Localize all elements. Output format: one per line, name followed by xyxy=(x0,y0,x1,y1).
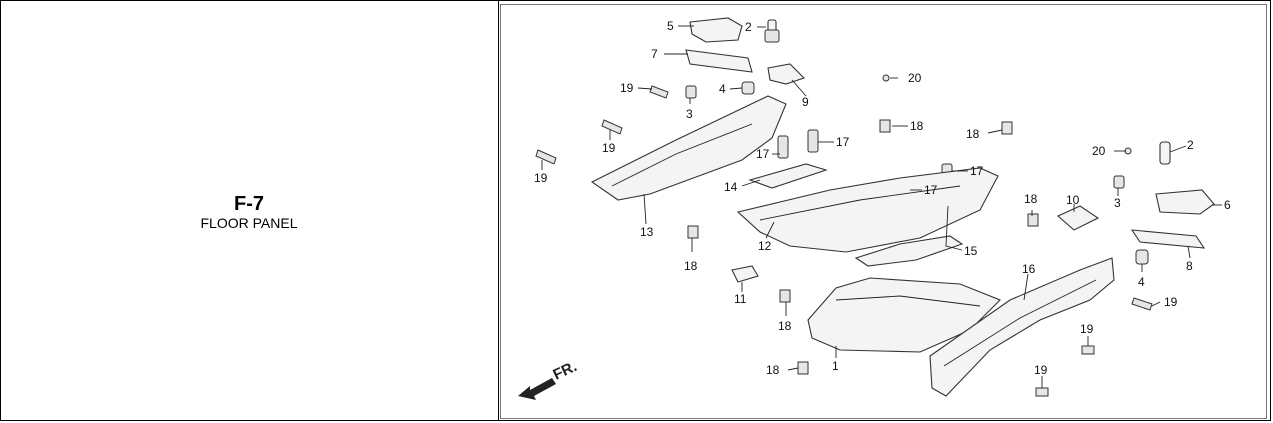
callout-20: 20 xyxy=(908,71,922,85)
callout-18: 18 xyxy=(966,127,980,141)
callout-18: 18 xyxy=(910,119,924,133)
callout-4: 4 xyxy=(1138,275,1145,289)
part-13-edge xyxy=(611,123,753,187)
part-10-bracket xyxy=(1056,205,1100,231)
callout-labels: 5 2 7 19 3 4 9 19 19 13 17 17 17 17 14 1… xyxy=(534,19,1231,377)
callout-16: 16 xyxy=(1022,262,1036,276)
section-name: FLOOR PANEL xyxy=(200,215,298,231)
column-divider xyxy=(498,0,499,421)
section-code: F-7 xyxy=(234,193,264,215)
part-16-side-cover xyxy=(929,257,1115,397)
callout-8: 8 xyxy=(1186,259,1193,273)
part-18-clip-b xyxy=(1001,121,1013,135)
part-1-edge xyxy=(835,295,981,307)
part-19-bolt-b xyxy=(601,119,623,135)
leader-lines xyxy=(541,25,1222,388)
part-4-grommet-b xyxy=(1135,249,1149,265)
part-12-rib xyxy=(759,185,961,221)
part-20-fastener-a xyxy=(882,74,890,82)
part-8-bracket xyxy=(1130,229,1206,249)
part-19-bolt-e xyxy=(1081,345,1095,355)
callout-19: 19 xyxy=(620,81,634,95)
callout-19: 19 xyxy=(534,171,548,185)
callout-14: 14 xyxy=(724,180,738,194)
part-4-grommet-a xyxy=(741,81,755,95)
callout-11: 11 xyxy=(734,292,747,306)
callout-6: 6 xyxy=(1224,198,1231,212)
callout-19: 19 xyxy=(1164,295,1178,309)
part-2-pin-top-head xyxy=(764,29,780,43)
front-direction-indicator: FR. xyxy=(518,358,580,400)
part-18-clip-d xyxy=(1027,213,1039,227)
callout-19: 19 xyxy=(1034,363,1048,377)
callout-9: 9 xyxy=(802,95,809,109)
part-5-clip xyxy=(689,17,743,43)
callout-19: 19 xyxy=(1080,322,1094,336)
part-3-nut-a xyxy=(685,85,697,99)
part-18-clip-f xyxy=(797,361,809,375)
callout-2: 2 xyxy=(745,20,752,34)
callout-3: 3 xyxy=(1114,196,1121,210)
part-16-edge xyxy=(943,279,1097,367)
part-12-floor-frame xyxy=(736,167,999,253)
part-1-under-cover xyxy=(807,277,1001,353)
part-7-bracket xyxy=(685,49,753,73)
part-3-nut-b xyxy=(1113,175,1125,189)
callout-17: 17 xyxy=(756,147,770,161)
callout-17: 17 xyxy=(836,135,850,149)
part-15-mat xyxy=(854,235,964,267)
part-18-clip-a xyxy=(879,119,891,133)
part-18-clip-c xyxy=(687,225,699,239)
part-19-bolt-a xyxy=(649,85,669,99)
front-arrow-icon xyxy=(518,378,556,400)
callout-2: 2 xyxy=(1187,138,1194,152)
callout-13: 13 xyxy=(640,225,654,239)
part-6-clip xyxy=(1155,189,1215,215)
callout-18: 18 xyxy=(766,363,780,377)
callout-20: 20 xyxy=(1092,144,1106,158)
part-19-bolt-f xyxy=(1035,387,1049,397)
callout-12: 12 xyxy=(758,239,772,253)
callout-4: 4 xyxy=(719,82,726,96)
diagram-frame xyxy=(500,4,1267,419)
part-11-cap xyxy=(731,265,759,283)
part-14-mat xyxy=(748,163,828,189)
callout-17: 17 xyxy=(970,164,984,178)
callout-18: 18 xyxy=(778,319,792,333)
callout-3: 3 xyxy=(686,107,693,121)
part-2-pin-right xyxy=(1159,141,1171,165)
part-19-bolt-c xyxy=(535,149,557,165)
callout-18: 18 xyxy=(1024,192,1038,206)
part-17-bolt-b xyxy=(807,129,819,153)
section-header: F-7 FLOOR PANEL xyxy=(0,0,498,421)
callout-19: 19 xyxy=(602,141,616,155)
callout-7: 7 xyxy=(651,47,658,61)
part-17-bolt-a xyxy=(777,135,789,159)
callout-15: 15 xyxy=(964,244,978,258)
callout-17: 17 xyxy=(924,183,938,197)
callout-1: 1 xyxy=(832,359,839,373)
part-9-clip xyxy=(767,63,806,85)
callout-5: 5 xyxy=(667,19,674,33)
part-18-clip-e xyxy=(779,289,791,303)
callout-18: 18 xyxy=(684,259,698,273)
callout-10: 10 xyxy=(1066,193,1080,207)
part-13-side-cover xyxy=(590,95,787,201)
part-19-bolt-d xyxy=(1131,297,1153,311)
front-label: FR. xyxy=(551,358,580,384)
